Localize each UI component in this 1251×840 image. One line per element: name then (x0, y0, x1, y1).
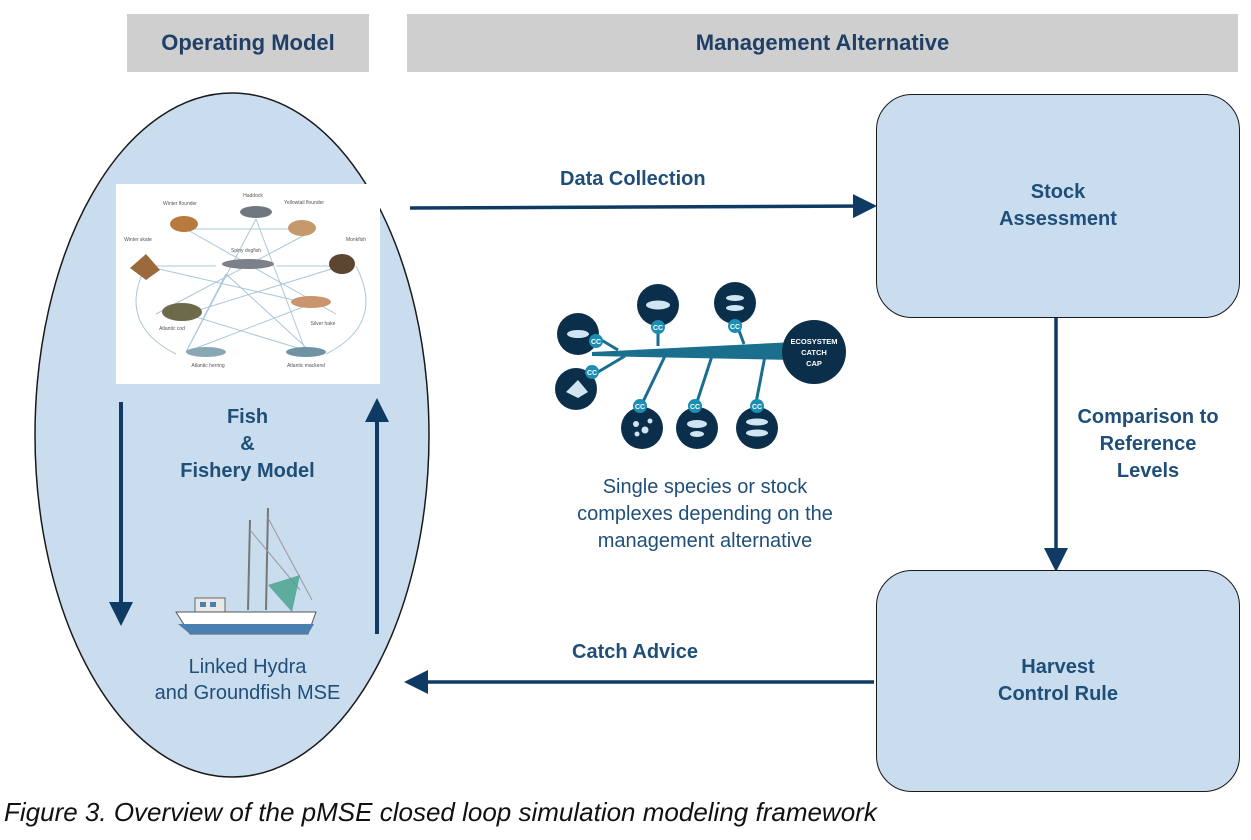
stock-assessment-box: Stock Assessment (876, 94, 1240, 318)
species-atlantic-herring-label: Atlantic herring (191, 363, 225, 369)
species-node: CC (557, 313, 603, 355)
species-haddock-label: Haddock (243, 193, 263, 199)
operating-model-header-label: Operating Model (161, 30, 335, 55)
cc-label: CC (591, 339, 601, 346)
species-node: CC (621, 399, 663, 449)
species-node: CC (637, 284, 679, 334)
fishing-boat-icon (175, 507, 317, 635)
cc-label: CC (653, 325, 663, 332)
figure-caption: Figure 3. Overview of the pMSE closed lo… (4, 797, 877, 827)
cc-label: CC (730, 324, 740, 331)
species-node: CC (676, 399, 718, 449)
fish-model-line2: & (240, 433, 255, 455)
food-web-image: Winter flounder Haddock Yellowtail floun… (116, 184, 380, 384)
stock-assessment-label-line1: Stock (1030, 181, 1086, 203)
species-atlantic-mackerel-label: Atlantic mackerel (287, 363, 325, 369)
ecosystem-catch-cap-diagram: ECOSYSTEM CATCH CAP CC CC CC CC (555, 282, 846, 449)
ecosystem-desc-line2: complexes depending on the (577, 503, 833, 525)
species-winter-skate-label: Winter skate (124, 237, 152, 243)
fish-fishery-model-label: Fish & Fishery Model (160, 404, 335, 485)
cc-label: CC (587, 370, 597, 377)
species-node: CC (714, 282, 756, 333)
species-node: CC (736, 399, 778, 449)
cap-label-line2: CATCH (801, 348, 827, 357)
catch-advice-label: Catch Advice (572, 641, 698, 663)
linked-line2: and Groundfish MSE (154, 682, 341, 704)
ecosystem-description: Single species or stock complexes depend… (555, 474, 855, 555)
cap-label-line1: ECOSYSTEM (790, 337, 837, 346)
comparison-label: Comparison to Reference Levels (1068, 404, 1228, 485)
harvest-control-rule-box: Harvest Control Rule (876, 570, 1240, 792)
fish-model-line3: Fishery Model (180, 460, 315, 482)
management-alternative-header-label: Management Alternative (695, 30, 950, 55)
species-winter-flounder-label: Winter flounder (163, 201, 197, 207)
cc-label: CC (690, 404, 700, 411)
species-yellowtail-flounder-label: Yellowtail flounder (284, 200, 324, 206)
species-node: CC (555, 365, 599, 410)
linked-hydra-label: Linked Hydra and Groundfish MSE (130, 654, 365, 706)
species-monkfish-label: Monkfish (346, 237, 366, 243)
harvest-control-rule-label-line2: Control Rule (998, 683, 1118, 705)
ecosystem-desc-line1: Single species or stock (602, 476, 808, 498)
data-collection-arrow (409, 194, 877, 219)
ecosystem-desc-line3: management alternative (597, 530, 813, 552)
species-spiny-dogfish-label: Spiny dogfish (231, 248, 261, 254)
food-web-graphic: Winter flounder Haddock Yellowtail floun… (124, 193, 367, 369)
data-collection-label: Data Collection (560, 168, 706, 190)
fish-model-line1: Fish (226, 406, 269, 428)
management-alternative-header: Management Alternative (407, 14, 1238, 72)
cc-label: CC (635, 404, 645, 411)
cc-label: CC (752, 404, 762, 411)
harvest-control-rule-label-line1: Harvest (1021, 656, 1095, 678)
comparison-label-line1: Comparison to (1077, 406, 1219, 428)
species-silver-hake-label: Silver hake (311, 321, 336, 327)
linked-line1: Linked Hydra (188, 656, 307, 678)
operating-model-header: Operating Model (127, 14, 369, 72)
cap-label-line3: CAP (806, 359, 822, 368)
species-atlantic-cod-label: Atlantic cod (159, 326, 185, 332)
stock-assessment-label-line2: Assessment (999, 208, 1117, 230)
comparison-label-line2: Reference (1099, 433, 1197, 455)
comparison-label-line3: Levels (1116, 460, 1180, 482)
